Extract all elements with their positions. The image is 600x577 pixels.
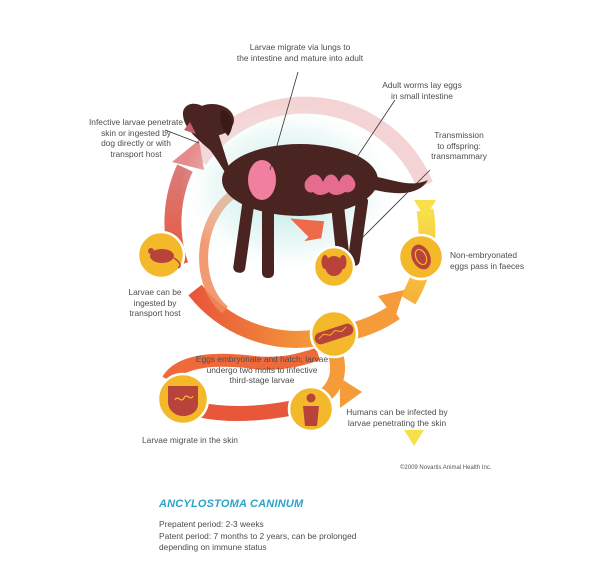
arrow-head-right bbox=[414, 200, 436, 218]
label-non-embryonated: Non-embryonated eggs pass in faeces bbox=[450, 250, 525, 271]
arrow-head-lower-right bbox=[378, 290, 404, 318]
copyright-notice: ©2009 Novartis Animal Health Inc. bbox=[400, 465, 492, 471]
parasite-title: ANCYLOSTOMA CANINUM bbox=[159, 498, 304, 510]
label-transport-host: Larvae can be ingested by transport host bbox=[128, 287, 182, 318]
node-skin bbox=[156, 372, 210, 426]
label-skin-migration: Larvae migrate in the skin bbox=[142, 435, 238, 445]
lungs-organ bbox=[248, 160, 276, 200]
label-adult-worms: Adult worms lay eggs in small intestine bbox=[382, 80, 462, 101]
label-transmission: Transmission to offspring: transmammary bbox=[431, 130, 487, 161]
prepatent-period: Prepatent period: 2-3 weeks bbox=[159, 519, 264, 529]
label-humans: Humans can be infected by larvae penetra… bbox=[346, 407, 448, 428]
node-larvae-molt bbox=[309, 309, 359, 359]
node-transport-host bbox=[136, 230, 186, 280]
rodent-icon bbox=[150, 249, 174, 263]
human-icon bbox=[306, 393, 316, 403]
intestine-organ bbox=[304, 174, 356, 195]
node-human bbox=[287, 385, 335, 433]
label-lungs-migration: Larvae migrate via lungs to the intestin… bbox=[236, 42, 364, 63]
patent-period: Patent period: 7 months to 2 years, can … bbox=[159, 531, 357, 552]
node-puppy bbox=[312, 245, 356, 289]
label-eggs-hatch: Eggs embryonate and hatch; larvae underg… bbox=[195, 354, 329, 385]
arrow-head-human bbox=[340, 378, 362, 408]
dog-illustration bbox=[182, 103, 428, 278]
pointer-lines bbox=[164, 71, 431, 249]
arrow-head-down-right bbox=[404, 430, 424, 446]
arrow-to-puppy bbox=[290, 218, 325, 242]
skin-icon bbox=[168, 386, 198, 416]
label-infective-larvae: Infective larvae penetrate skin or inges… bbox=[88, 117, 184, 159]
puppy-icon bbox=[325, 256, 343, 276]
node-eggs bbox=[397, 233, 445, 281]
